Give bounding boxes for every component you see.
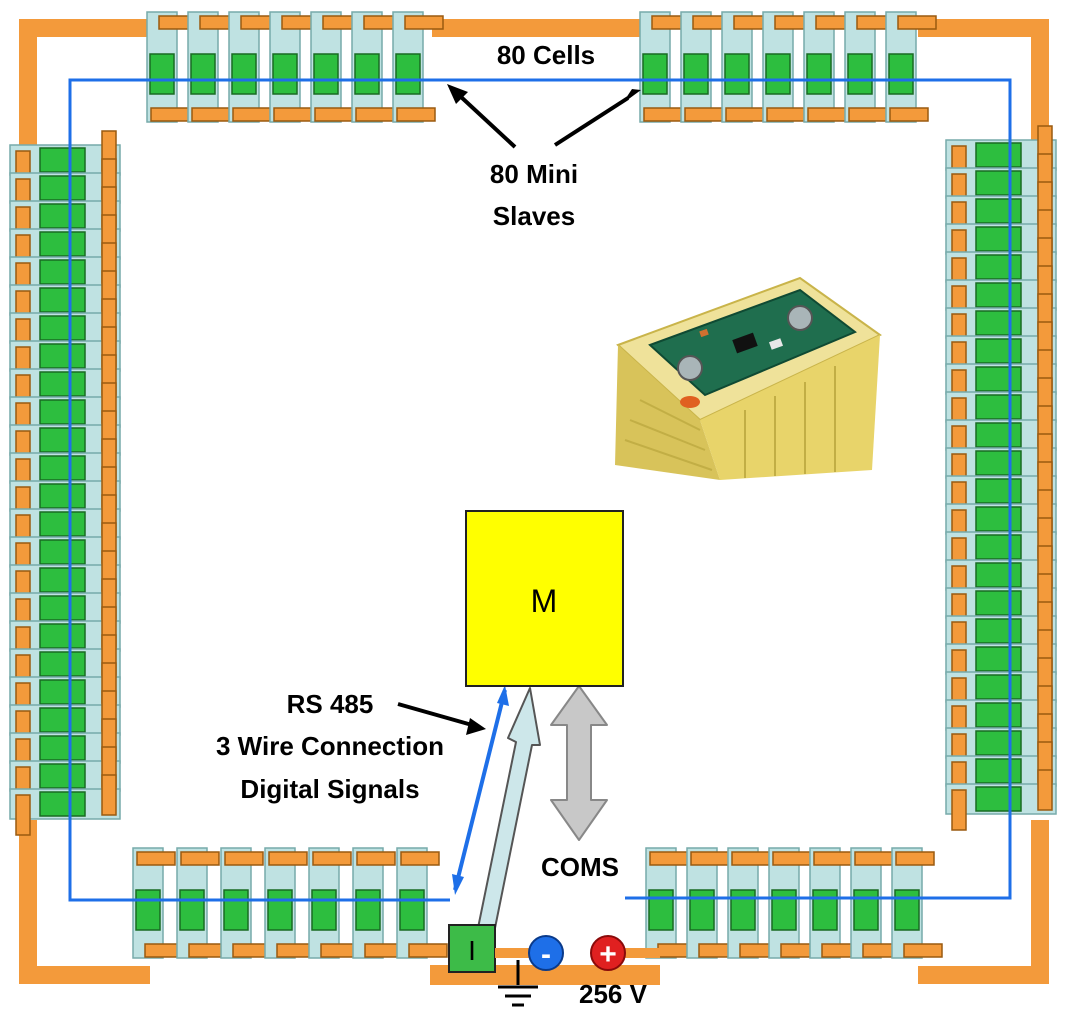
- cells-count-label: 80 Cells: [497, 40, 595, 70]
- svg-text:+: +: [599, 938, 617, 971]
- coms-label: COMS: [541, 852, 619, 882]
- interface-to-master-arrow: [477, 687, 541, 929]
- negative-terminal-icon: -: [528, 935, 564, 971]
- master-box: [465, 510, 624, 687]
- voltage-label: 256 V: [579, 979, 648, 1009]
- rs485-label-line1: RS 485: [287, 689, 374, 719]
- interface-box: [448, 924, 496, 973]
- cell-module: [9, 774, 121, 836]
- cell-module: [264, 847, 316, 959]
- cell-module: [176, 847, 228, 959]
- cell-module: [680, 11, 732, 123]
- cell-module: [762, 11, 814, 123]
- rs485-bus-loop: [68, 78, 1012, 902]
- busbar-frame: [19, 19, 1049, 984]
- rs485-label-line2: 3 Wire Connection: [216, 731, 444, 761]
- mini-slaves-label-line2: Slaves: [493, 201, 575, 231]
- mini-slaves-label-line1: 80 Mini: [490, 159, 578, 189]
- cell-module: [645, 847, 697, 959]
- coms-double-arrow: [550, 685, 608, 841]
- cell-module: [768, 847, 820, 959]
- cell-module: [228, 11, 280, 123]
- svg-text:-: -: [541, 938, 551, 971]
- cell-module: [352, 847, 404, 959]
- cell-module: [803, 11, 855, 123]
- cell-module: [396, 847, 448, 959]
- cell-module: [9, 326, 121, 388]
- cell-module: [945, 769, 1057, 831]
- cell-module: [392, 11, 444, 123]
- interface-label: I: [468, 935, 476, 966]
- battery-cell-photo: [590, 262, 912, 484]
- pointer-arrows: [397, 84, 641, 735]
- master-label: M: [531, 583, 558, 619]
- cell-module: [721, 11, 773, 123]
- cell-modules: [9, 11, 1057, 959]
- rs485-double-arrow: [452, 685, 509, 895]
- cell-module: [844, 11, 896, 123]
- cell-module: [220, 847, 272, 959]
- cell-module: [9, 746, 121, 808]
- cell-module: [308, 847, 360, 959]
- ground-symbol-icon: [498, 960, 538, 1007]
- cell-module: [146, 11, 198, 123]
- cell-module: [885, 11, 937, 123]
- rs485-label-line3: Digital Signals: [240, 774, 419, 804]
- positive-terminal-icon: +: [590, 935, 626, 971]
- busbar-top-left: [432, 19, 650, 37]
- cell-module: [891, 847, 943, 959]
- cell-module: [351, 11, 403, 123]
- cell-module: [132, 847, 184, 959]
